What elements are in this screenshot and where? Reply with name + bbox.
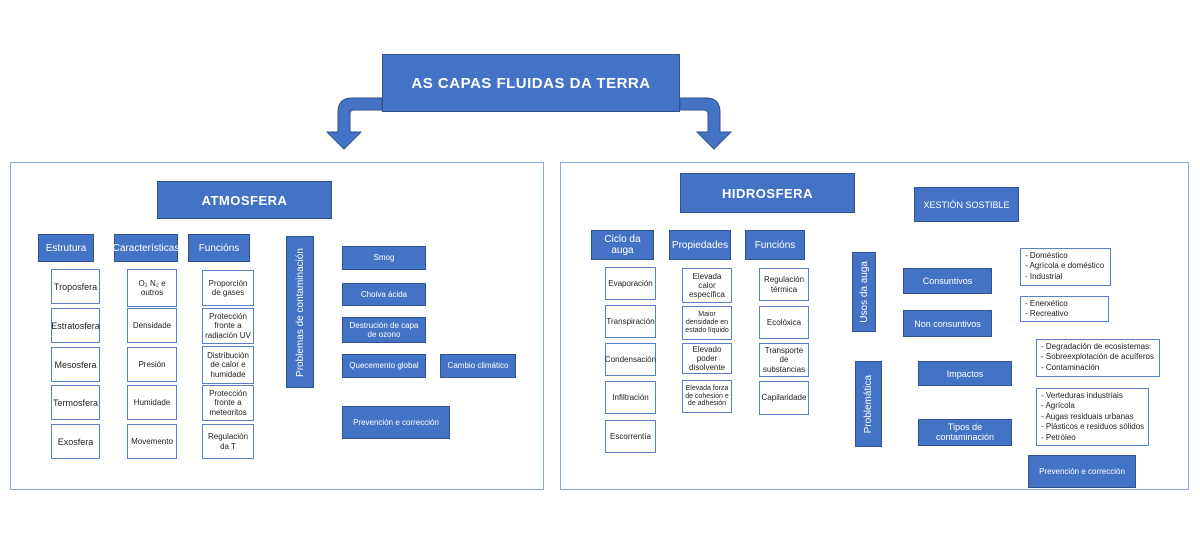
problemas-header: Problemas de contaminación [286,236,314,388]
caracteristicas-header: Características [113,234,179,262]
estrutura-item: Mesosfera [51,347,100,382]
list-item: - Enerxético [1025,299,1068,308]
non-consuntivos-list: - Enerxético - Recreativo [1020,296,1109,322]
list-item: - Recreativo [1025,309,1069,319]
atmosfera-title: ATMOSFERA [157,181,332,219]
funcions-atm-item: Protección fronte a meteoritos [202,385,254,421]
problemas-item: Destrución de capa de ozono [342,317,426,343]
ciclo-item: Transpiración [605,305,656,338]
list-item: - Industrial [1025,271,1063,281]
prevencion-atm-box: Prevención e corrección [342,406,450,439]
usos-header: Usos da auga [852,252,876,332]
caracteristicas-item: Presión [127,347,177,382]
funcions-hid-header: Funcións [745,230,805,260]
estrutura-item: Termosfera [51,385,100,420]
estrutura-header: Estrutura [38,234,94,262]
estrutura-item: Troposfera [51,269,100,304]
funcions-atm-item: Protección fronte a radiación UV [202,308,254,344]
cambio-climatico-box: Cambio climático [440,354,516,378]
funcions-hid-item: Regulación térmica [759,268,809,301]
caracteristicas-item: O₂ N₂ e outros [127,269,177,307]
funcions-atm-header: Funcións [188,234,250,262]
prevencion-hid-box: Prevención e corrección [1028,455,1136,488]
list-item: - Agrícola [1041,401,1075,411]
arrow-right-icon [679,97,733,150]
impactos-box: Impactos [918,361,1012,386]
usos-header-label: Usos da auga [858,261,870,323]
caracteristicas-item: Movemento [127,424,177,459]
ciclo-header: Ciclo da auga [591,230,654,260]
funcions-atm-item: Regulación da T [202,424,254,459]
xestion-sostible-box: XESTIÓN SOSTIBLE [914,187,1019,222]
tipos-contaminacion-box: Tipos de contaminación [918,419,1012,446]
caracteristicas-item: Humidade [127,385,177,420]
ciclo-item: Infiltración [605,381,656,414]
problemas-item: Smog [342,246,426,270]
list-item: - Degradación de ecosistemas: [1041,342,1152,351]
problemas-item: Choiva ácida [342,283,426,306]
propiedades-item: Elevada calor específica [682,268,732,303]
ciclo-item: Evaporación [605,267,656,300]
propiedades-header: Propiedades [669,230,731,260]
consuntivos-box: Consuntivos [903,268,992,294]
problemas-item: Quecemento global [342,354,426,378]
problematica-header: Problemática [855,361,882,447]
funcions-hid-item: Capilaridade [759,381,809,415]
propiedades-item: Elevada forza de cohesión e de adhesión [682,380,732,413]
estrutura-item: Exosfera [51,424,100,459]
list-item: - Augas residuais urbanas [1041,411,1134,421]
caracteristicas-item: Densidade [127,308,177,343]
problemas-header-label: Problemas de contaminación [294,247,306,377]
list-item: - Plásticos e residuos sólidos [1041,422,1145,432]
list-item: - Doméstico [1025,251,1068,260]
non-consuntivos-box: Non consuntivos [903,310,992,337]
list-item: - Agrícola e doméstico [1025,261,1105,271]
consuntivos-list: - Doméstico - Agrícola e doméstico - Ind… [1020,248,1111,286]
list-item: - Sobreexplotación de acuíferos [1041,352,1154,362]
arrow-left-icon [325,97,383,150]
ciclo-item: Condensación [605,343,656,376]
ciclo-item: Escorrentía [605,420,656,453]
list-item: - Petróleo [1041,432,1076,442]
estrutura-item: Estratosfera [51,308,100,343]
hidrosfera-title: HIDROSFERA [680,173,855,213]
funcions-hid-item: Transporte de substancias [759,343,809,377]
propiedades-item: Maior densidade en estado líquido [682,306,732,340]
funcions-atm-item: Proporción de gases [202,270,254,306]
funcions-hid-item: Ecolóxica [759,306,809,339]
impactos-list: - Degradación de ecosistemas: - Sobreexp… [1036,339,1160,377]
list-item: - Contaminación [1041,362,1100,372]
main-title: AS CAPAS FLUIDAS DA TERRA [382,54,680,112]
tipos-list: - Verteduras industriais - Agrícola - Au… [1036,388,1149,446]
problematica-header-label: Problemática [863,374,874,434]
list-item: - Verteduras industriais [1041,391,1123,400]
propiedades-item: Elevado poder disolvente [682,343,732,374]
funcions-atm-item: Distribución de calor e humidade [202,346,254,384]
